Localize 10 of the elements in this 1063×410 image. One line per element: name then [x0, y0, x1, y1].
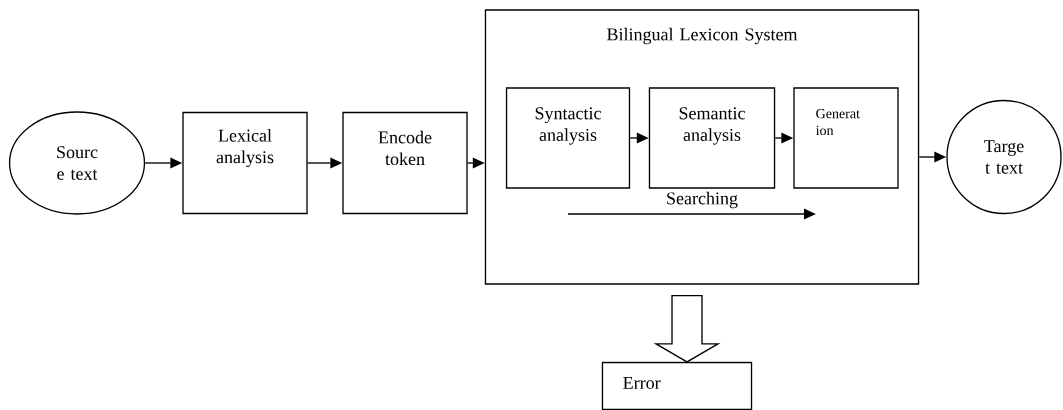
ellipse-node: Targe t text	[946, 99, 1062, 215]
ellipse-node: Sourc e text	[8, 111, 146, 215]
process-box: Encode token	[342, 111, 468, 215]
error-box: Error	[601, 361, 753, 410]
process-box: Lexical analysis	[182, 111, 308, 215]
arrow-label: Searching	[667, 191, 738, 209]
process-box: Generat ion	[793, 87, 899, 189]
process-box: Syntactic analysis	[505, 87, 631, 189]
block-arrow	[653, 295, 721, 363]
process-box: Semantic analysis	[648, 87, 776, 189]
